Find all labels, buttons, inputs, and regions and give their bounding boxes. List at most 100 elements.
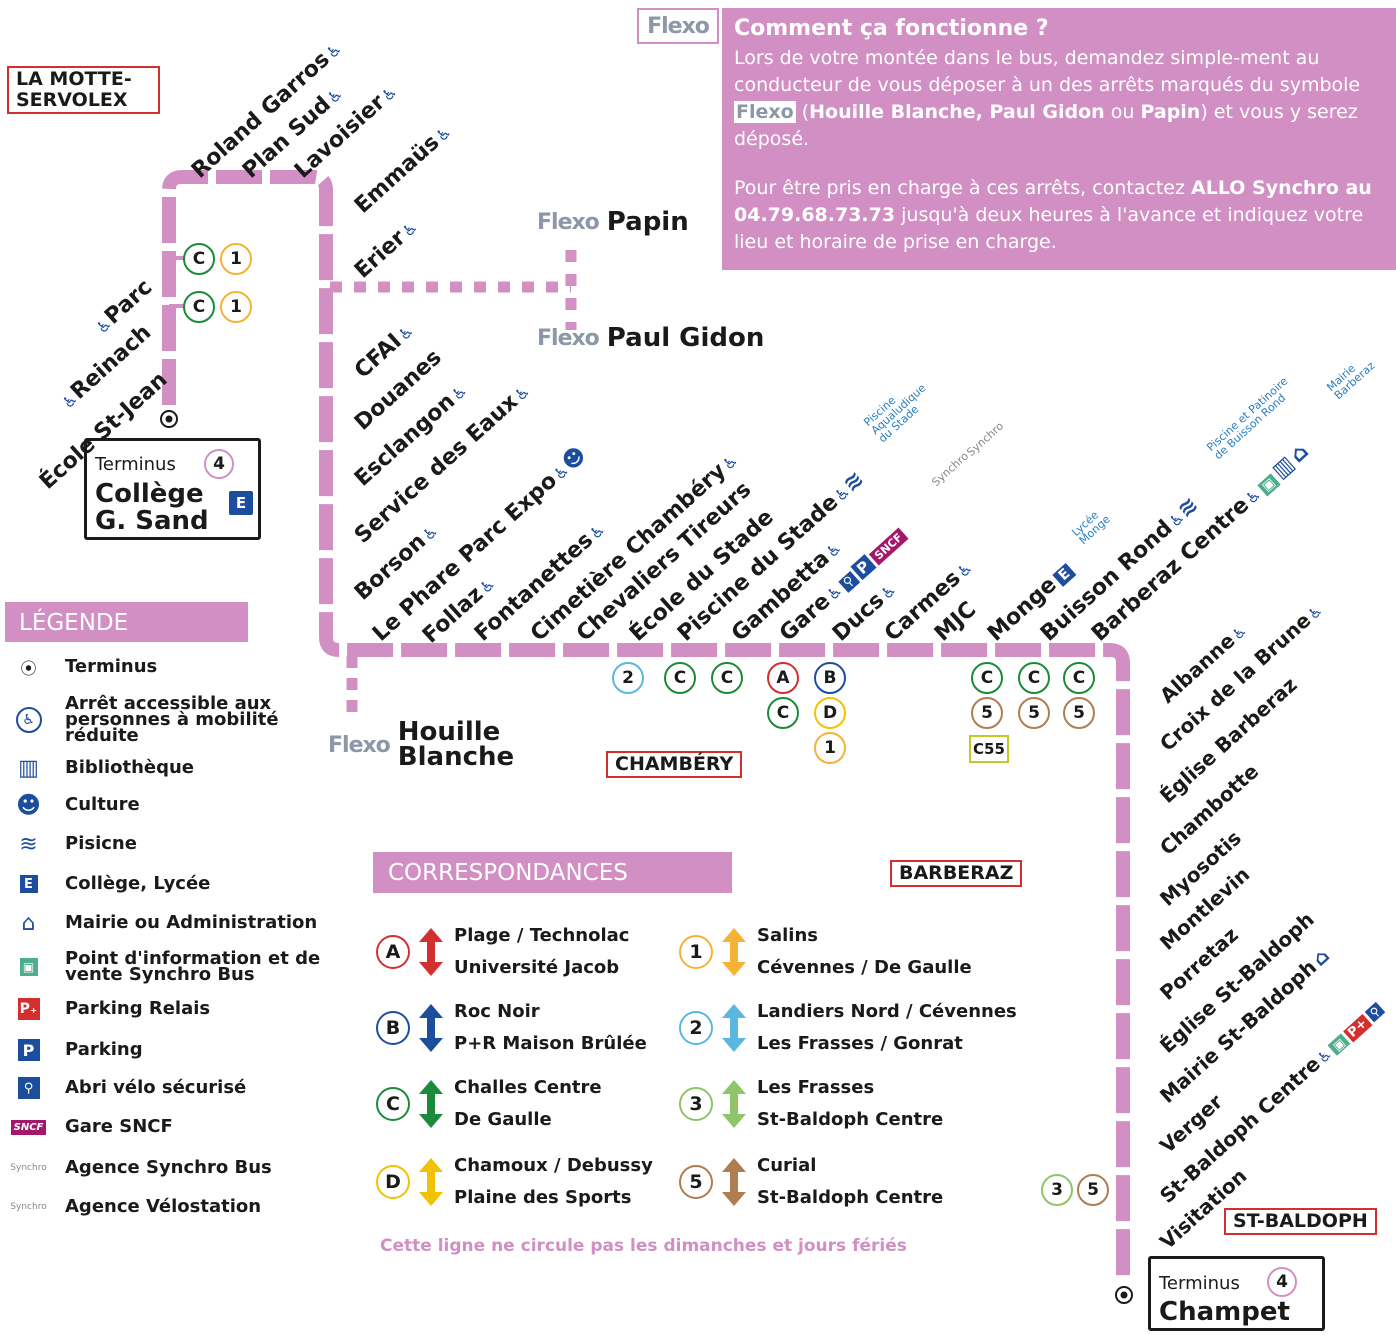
flexo-inline-logo: Flexo — [734, 101, 796, 123]
flexo-logo: Flexo — [637, 8, 719, 44]
transfer-badge-2: 2 — [612, 662, 644, 694]
library-icon: ▥ — [18, 755, 39, 781]
transfer-badge-5: 5 — [1077, 1174, 1109, 1206]
transfer-badge-C: C — [1018, 662, 1050, 694]
line-badge-A: A — [376, 935, 410, 969]
legend-item-label: Agence Synchro Bus — [65, 1157, 272, 1178]
transfer-badge-A: A — [767, 662, 799, 694]
legend-item: ▥ Bibliothèque — [6, 755, 194, 781]
direction-1: Landiers Nord / Cévennes — [757, 1001, 1017, 1022]
direction-1: Plage / Technolac — [454, 925, 630, 946]
footer-note: Cette ligne ne circule pas les dimanches… — [380, 1236, 907, 1256]
double-arrow-icon — [419, 1158, 443, 1206]
direction-1: Chamoux / Debussy — [454, 1155, 653, 1176]
info-title: Comment ça fonctionne ? — [734, 16, 1049, 41]
legend-item-label: Bibliothèque — [65, 757, 195, 778]
line-badge-3: 3 — [679, 1087, 713, 1121]
bike-shelter-icon: ⚲ — [6, 1075, 51, 1101]
accessible-icon: ♿ — [6, 707, 51, 733]
double-arrow-icon — [419, 928, 443, 976]
transfer-badge-C: C — [183, 291, 215, 323]
line-badge-4: 4 — [1267, 1267, 1297, 1297]
school-icon: E — [229, 491, 253, 515]
direction-1: Les Frasses — [757, 1077, 875, 1098]
legend-title: LÉGENDE — [5, 602, 248, 642]
legend-item: ▣ Point d'information et de vente Synchro… — [6, 948, 335, 985]
legend-item-label: Gare SNCF — [65, 1116, 173, 1137]
legend-item: ☻ Culture — [6, 791, 140, 819]
direction-1: Challes Centre — [454, 1077, 602, 1098]
double-arrow-icon — [722, 1158, 746, 1206]
legend-item-label: Arrêt accessible aux personnes à mobilit… — [65, 693, 279, 746]
terminus-start-box: Terminus 4 Collège G. Sand E — [84, 438, 261, 540]
legend-item: ⚲Abri vélo sécurisé — [6, 1075, 246, 1101]
city-label-barberaz: BARBERAZ — [890, 860, 1023, 887]
transfer-badge-C: C — [971, 662, 1003, 694]
direction-2: Les Frasses / Gonrat — [757, 1033, 963, 1054]
double-arrow-icon — [722, 1004, 746, 1052]
city-label-la-motte-servolex: LA MOTTE- SERVOLEX — [7, 66, 160, 114]
transfer-badge-C: C — [664, 662, 696, 694]
direction-2: De Gaulle — [454, 1109, 552, 1130]
transfer-badge-1: 1 — [220, 243, 252, 275]
legend-item-label: Culture — [65, 794, 140, 815]
direction-2: St-Baldoph Centre — [757, 1109, 944, 1130]
city-label-st-baldoph: ST-BALDOPH — [1224, 1208, 1377, 1235]
flexo-logo: Flexo — [537, 209, 600, 235]
line-badge-4: 4 — [204, 449, 234, 479]
info-box: Comment ça fonctionne ? Lors de votre mo… — [722, 8, 1396, 270]
double-arrow-icon — [722, 928, 746, 976]
line-badge-2: 2 — [679, 1011, 713, 1045]
flexo-branch — [330, 250, 577, 722]
culture-icon: ☻ — [15, 791, 42, 819]
info-paragraph-1: Lors de votre montée dans le bus, demand… — [734, 47, 1361, 150]
flexo-logo: Flexo — [328, 732, 391, 758]
school-icon: E — [6, 871, 51, 897]
park-ride-icon: P₊ — [6, 996, 51, 1022]
parking-icon: P — [6, 1037, 51, 1063]
direction-1: Roc Noir — [454, 1001, 540, 1022]
legend-item-label: Pisicne — [65, 833, 137, 854]
legend-item-label: Point d'information et de vente Synchro … — [65, 948, 321, 985]
line-badge-1: 1 — [679, 935, 713, 969]
line-badge-D: D — [376, 1165, 410, 1199]
transfer-badge-C55: C55 — [969, 735, 1009, 763]
direction-1: Salins — [757, 925, 818, 946]
transfer-badge-5: 5 — [1018, 697, 1050, 729]
line-badge-B: B — [376, 1011, 410, 1045]
direction-2: Plaine des Sports — [454, 1187, 632, 1208]
direction-2: St-Baldoph Centre — [757, 1187, 944, 1208]
legend-item-label: Agence Vélostation — [65, 1196, 262, 1217]
transfer-badge-C: C — [711, 662, 743, 694]
terminus-icon: ⦿ — [20, 659, 37, 678]
city-label-chambery: CHAMBÉRY — [606, 751, 743, 778]
route-line — [162, 170, 1130, 1283]
double-arrow-icon — [722, 1080, 746, 1128]
transfer-badge-5: 5 — [1063, 697, 1095, 729]
legend-item: ⌂Mairie ou Administration — [6, 910, 318, 936]
legend-item-label: Collège, Lycée — [65, 873, 211, 894]
double-arrow-icon — [419, 1080, 443, 1128]
line-badge-C: C — [376, 1087, 410, 1121]
ticket-point-icon: ▣ — [6, 954, 51, 980]
legend-item: E Collège, Lycée — [6, 871, 210, 897]
direction-2: Université Jacob — [454, 957, 620, 978]
flexo-stop-paul-gidon: Flexo Paul Gidon — [537, 323, 765, 353]
info-paragraph-2: Pour être pris en charge à ces arrêts, c… — [734, 177, 1372, 253]
